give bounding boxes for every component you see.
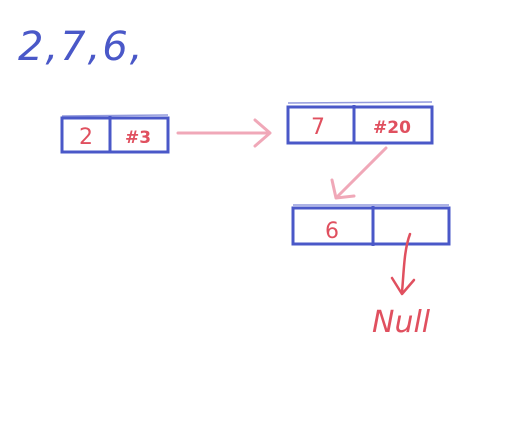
node-1-pointer: #3 [125,128,151,148]
node-2-box [286,105,434,145]
sequence-text: 2,7,6, [18,24,145,70]
node-3: 6 [291,204,451,246]
arrow-to-null [390,232,416,296]
arrow-node1-to-node2 [176,118,272,148]
null-label: Null [372,305,431,340]
node-1-value: 2 [79,125,93,150]
arrow-node2-to-node3 [330,146,388,200]
node-1: 2 #3 [60,114,170,154]
node-3-value: 6 [325,219,339,244]
node-2-pointer: #20 [373,118,411,138]
node-3-box [291,206,451,246]
node-2: 7 #20 [286,101,434,145]
node-1-box [60,116,170,154]
node-2-value: 7 [311,115,325,140]
